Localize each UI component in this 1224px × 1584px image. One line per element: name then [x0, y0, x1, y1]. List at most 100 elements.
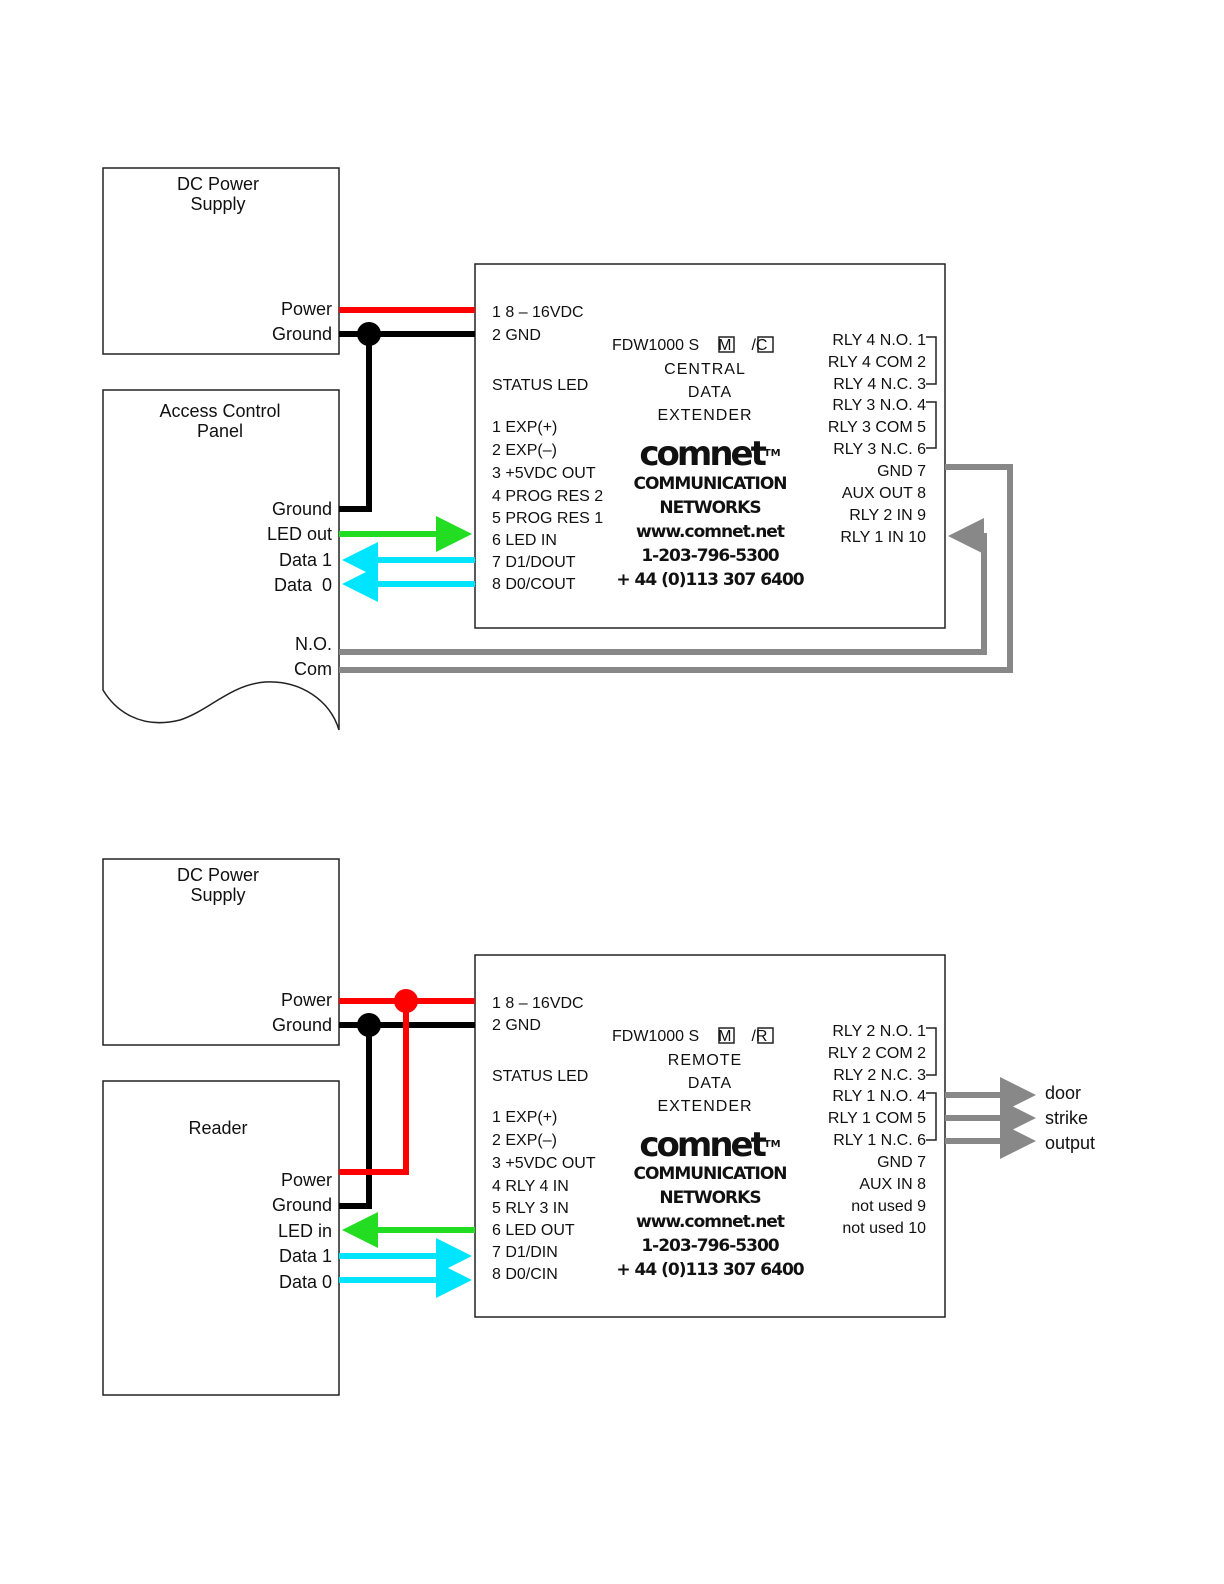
- panel-led-out-label: LED out: [266, 524, 332, 544]
- panel-title-line: Panel: [196, 421, 244, 441]
- trademark: TM: [763, 448, 781, 459]
- unit2-line-3: EXTENDER: [657, 1098, 753, 1115]
- panel-title: Access Control Panel: [103, 401, 337, 441]
- left-pin-list-2: 1 EXP(+) 2 EXP(–) 3 +5VDC OUT 4 RLY 4 IN…: [492, 1109, 596, 1288]
- logo-text: comnet: [639, 1125, 766, 1165]
- unit2-line-1: REMOTE: [667, 1052, 743, 1069]
- left-pin: 5 RLY 3 IN: [492, 1200, 569, 1217]
- logo-text: comnet: [639, 434, 766, 474]
- brand-web: www.comnet.net: [636, 522, 785, 542]
- panel-box: [102, 389, 340, 731]
- left-pin: 3 +5VDC OUT: [492, 465, 596, 482]
- left-pin: 6 LED OUT: [492, 1222, 575, 1239]
- left-pin: 8 D0/CIN: [492, 1266, 558, 1283]
- right-pin: AUX IN 8: [859, 1176, 926, 1193]
- bracket-rly1: [926, 1092, 937, 1141]
- left-pin-list-1: 1 EXP(+) 2 EXP(–) 3 +5VDC OUT 4 PROG RES…: [492, 419, 603, 598]
- output-door-label: door: [1045, 1083, 1082, 1103]
- checkbox-m-1: [718, 336, 735, 353]
- left-pin: 7 D1/DOUT: [492, 554, 576, 571]
- bracket-rly4: [926, 336, 937, 385]
- trademark: TM: [763, 1139, 781, 1150]
- brand-line: NETWORKS: [659, 1188, 761, 1208]
- left-pin: 8 D0/COUT: [492, 576, 576, 593]
- psu-ground-label-1: Ground: [271, 324, 332, 344]
- brand-line: COMMUNICATION: [633, 474, 787, 494]
- wire-no: [339, 518, 987, 655]
- model-prefix: FDW1000 S: [612, 337, 700, 354]
- right-pin: RLY 4 N.C. 3: [833, 376, 926, 393]
- psu-box-2: [102, 858, 340, 1046]
- right-pin: GND 7: [877, 463, 926, 480]
- right-pin: RLY 3 COM 5: [827, 419, 926, 436]
- panel-data0-label: Data 0: [273, 575, 332, 595]
- unit-line-1: CENTRAL: [664, 361, 746, 378]
- brand-phone-us: 1-203-796-5300: [641, 546, 779, 566]
- model-m: M: [718, 1028, 732, 1045]
- left-pin: 1 EXP(+): [492, 1109, 558, 1126]
- pin-power-1: 1 8 – 16VDC: [492, 304, 584, 321]
- left-pin: 3 +5VDC OUT: [492, 1155, 596, 1172]
- right-pin: RLY 2 N.O. 1: [832, 1023, 926, 1040]
- psu-box-1: [102, 167, 340, 355]
- output-strike-label: strike: [1045, 1108, 1089, 1128]
- checkbox-c-1: [757, 336, 774, 353]
- right-pin-list-1: RLY 4 N.O. 1 RLY 4 COM 2 RLY 4 N.C. 3 RL…: [780, 332, 926, 551]
- unit2-line-2: DATA: [687, 1075, 733, 1092]
- left-pin: 6 LED IN: [492, 532, 557, 549]
- bracket-rly3: [926, 401, 937, 449]
- reader-led-in-label: LED in: [277, 1221, 332, 1241]
- left-pin: 4 RLY 4 IN: [492, 1178, 569, 1195]
- wire-com: [339, 464, 1013, 673]
- right-pin: RLY 4 N.O. 1: [832, 332, 926, 349]
- pin-power-2: 1 8 – 16VDC: [492, 995, 584, 1012]
- comnet-logo-2: comnetTM: [620, 1128, 800, 1162]
- panel-data1-label: Data 1: [278, 550, 332, 570]
- left-pin: 7 D1/DIN: [492, 1244, 558, 1261]
- left-pin: 2 EXP(–): [492, 1132, 557, 1149]
- psu-ground-label-2: Ground: [271, 1015, 332, 1035]
- panel-no-label: N.O.: [294, 634, 332, 654]
- brand-phone-uk: + 44 (0)113 307 6400: [616, 1260, 804, 1280]
- panel-title-line: Access Control: [159, 401, 281, 421]
- checkbox-r-2: [757, 1027, 774, 1044]
- psu-power-label-1: Power: [280, 299, 332, 319]
- central-unit-box: [474, 263, 946, 629]
- junction-power-2: [394, 989, 418, 1013]
- brand-line: NETWORKS: [659, 498, 761, 518]
- pin-gnd-1: 2 GND: [492, 327, 541, 344]
- pin-gnd-2: 2 GND: [492, 1017, 541, 1034]
- left-pin: 2 EXP(–): [492, 442, 557, 459]
- psu-title-line: DC Power: [176, 865, 260, 885]
- right-pin-list-2: RLY 2 N.O. 1 RLY 2 COM 2 RLY 2 N.C. 3 RL…: [780, 1023, 926, 1242]
- brand-line: COMMUNICATION: [633, 1164, 787, 1184]
- right-pin: RLY 3 N.C. 6: [833, 441, 926, 458]
- psu-title-1: DC Power Supply: [103, 174, 333, 214]
- wire-ground-reader: [339, 1025, 372, 1209]
- left-pin: 4 PROG RES 2: [492, 488, 604, 505]
- junction-ground-2: [357, 1013, 381, 1037]
- status-led-label-1: STATUS LED: [492, 377, 589, 394]
- status-led-label-2: STATUS LED: [492, 1068, 589, 1085]
- right-pin: not used 10: [842, 1220, 926, 1237]
- model-suffix: /C: [751, 337, 768, 354]
- output-output-label: output: [1045, 1133, 1096, 1153]
- reader-ground-label: Ground: [271, 1195, 332, 1215]
- reader-data1-label: Data 1: [278, 1246, 332, 1266]
- right-pin: not used 9: [851, 1198, 926, 1215]
- psu-title-2: DC Power Supply: [103, 865, 333, 905]
- junction-ground-1: [357, 322, 381, 346]
- unit-line-3: EXTENDER: [657, 407, 753, 424]
- right-pin: RLY 2 COM 2: [827, 1045, 926, 1062]
- model-prefix: FDW1000 S: [612, 1028, 700, 1045]
- brand-name-2: COMMUNICATION NETWORKS www.comnet.net 1-…: [610, 1162, 810, 1282]
- reader-box: [102, 1080, 340, 1396]
- psu-title-line: Supply: [190, 194, 246, 214]
- checkbox-m-2: [718, 1027, 735, 1044]
- right-pin: RLY 2 IN 9: [849, 507, 926, 524]
- brand-name-1: COMMUNICATION NETWORKS www.comnet.net 1-…: [610, 472, 810, 592]
- right-pin: AUX OUT 8: [841, 485, 926, 502]
